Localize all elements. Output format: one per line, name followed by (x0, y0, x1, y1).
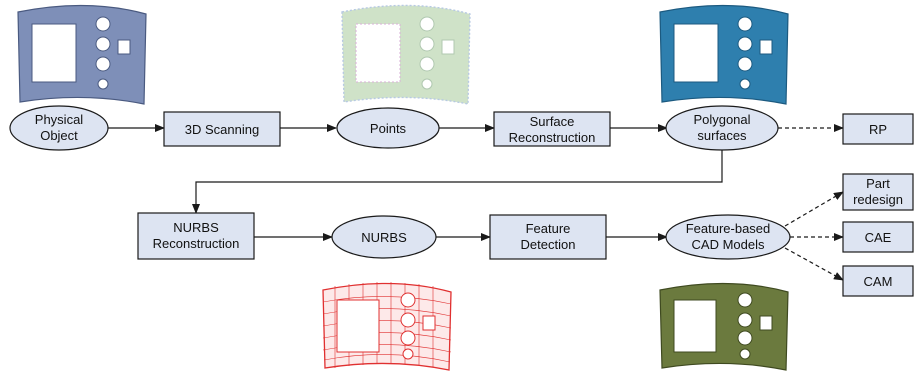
panel-hole (419, 36, 435, 52)
node-label-line: Reconstruction (153, 236, 240, 251)
panel-slot (117, 39, 131, 55)
node-label-line: NURBS (361, 230, 407, 245)
node-label-line: Polygonal (693, 112, 750, 127)
node-rp: RP (842, 113, 914, 145)
panel-hole (419, 56, 435, 72)
svg-text:CAM: CAM (864, 274, 893, 289)
svg-text:3D Scanning: 3D Scanning (185, 122, 259, 137)
arrow-polygonal-to-nurbs-reconstruction (192, 150, 723, 214)
panel-hole (419, 16, 435, 32)
arrow-cad-to-cam (784, 247, 844, 281)
svg-text:CAE: CAE (865, 230, 892, 245)
node-label-line: Reconstruction (509, 130, 596, 145)
node-label-line: Feature-based (686, 221, 771, 236)
polygon-surface-image (659, 4, 789, 105)
node-points: Points (336, 107, 440, 149)
physical-part-image (17, 4, 147, 105)
nurbs-mesh-image (322, 282, 452, 371)
point-cloud-image (341, 4, 471, 105)
panel-hole (737, 312, 753, 328)
node-label-line: RP (869, 122, 887, 137)
node-label-line: 3D Scanning (185, 122, 259, 137)
panel-hole (739, 78, 751, 90)
node-label-line: redesign (853, 192, 903, 207)
panel-slot (422, 315, 436, 331)
node-label-line: CAD Models (692, 237, 765, 252)
svg-text:NURBS: NURBS (361, 230, 407, 245)
panel-hole (739, 348, 751, 360)
panel-slot (759, 39, 773, 55)
panel-hole (95, 36, 111, 52)
node-label-line: NURBS (173, 220, 219, 235)
panel-window (336, 299, 380, 353)
node-label-line: CAE (865, 230, 892, 245)
node-label-line: CAM (864, 274, 893, 289)
connectors (108, 124, 844, 281)
node-cae: CAE (842, 221, 914, 253)
panel-window (673, 23, 719, 83)
node-label-line: Detection (521, 237, 576, 252)
panel-slot (759, 315, 773, 331)
cad-model-image (659, 282, 789, 371)
node-label-line: Physical (35, 112, 84, 127)
node-label-line: surfaces (697, 128, 747, 143)
arrow-cad-to-part-redesign (784, 191, 844, 227)
panel-hole (402, 348, 414, 360)
svg-text:RP: RP (869, 122, 887, 137)
node-nurbs: NURBS (331, 215, 437, 259)
panel-hole (400, 330, 416, 346)
panel-hole (97, 78, 109, 90)
panel-window (673, 299, 717, 353)
node-label-line: Part (866, 176, 890, 191)
panel-hole (421, 78, 433, 90)
node-label-line: Feature (526, 221, 571, 236)
panel-hole (95, 16, 111, 32)
panel-hole (737, 330, 753, 346)
panel-window (31, 23, 77, 83)
node-label-line: Object (40, 128, 78, 143)
panel-hole (737, 292, 753, 308)
node-3d-scanning: 3D Scanning (163, 111, 281, 147)
node-cam: CAM (842, 265, 914, 297)
svg-text:Points: Points (370, 121, 407, 136)
panel-slot (441, 39, 455, 55)
panel-hole (737, 56, 753, 72)
node-label-line: Surface (530, 114, 575, 129)
node-label-line: Points (370, 121, 407, 136)
panel-window (355, 23, 401, 83)
panel-hole (95, 56, 111, 72)
panel-hole (737, 36, 753, 52)
panel-hole (737, 16, 753, 32)
panel-hole (400, 312, 416, 328)
panel-hole (400, 292, 416, 308)
